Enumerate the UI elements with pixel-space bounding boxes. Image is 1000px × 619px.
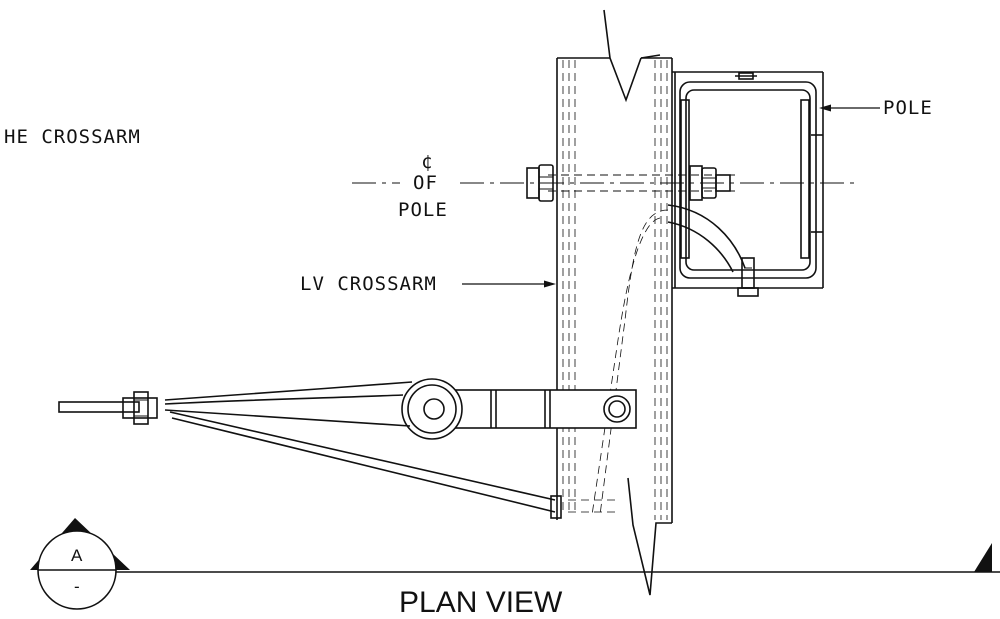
through-bolt [526, 164, 735, 202]
section-sheet: - [74, 577, 80, 596]
lv-crossarm-label: LV CROSSARM [300, 273, 437, 295]
section-line [100, 543, 1000, 573]
section-letter: A [71, 546, 83, 565]
strain-straps [58, 381, 562, 519]
pole-bracket [667, 71, 824, 297]
thimble [401, 378, 463, 440]
view-title: PLAN VIEW [399, 586, 563, 619]
centerline-pole-label: POLE [398, 199, 448, 221]
crossarm-left-label: HE CROSSARM [4, 126, 141, 148]
pole-leader [819, 104, 880, 112]
lv-crossarm-leader [462, 280, 556, 288]
lv-crossarm-channel [556, 9, 673, 596]
pole-label: POLE [883, 97, 933, 119]
centerline-of-label: OF [413, 172, 438, 194]
strap-bracket [447, 389, 637, 429]
centerline-symbol: ¢ [421, 151, 434, 173]
section-bubble [30, 518, 130, 610]
